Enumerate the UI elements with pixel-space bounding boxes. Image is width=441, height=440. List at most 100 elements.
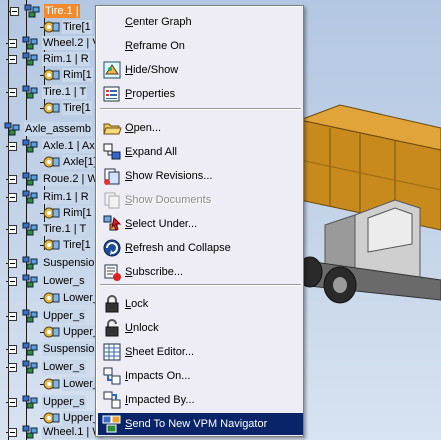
sheet-editor-icon — [102, 342, 122, 362]
tree-node-product[interactable]: Lower_s — [8, 273, 86, 289]
collapse-toggle-icon[interactable] — [8, 54, 17, 64]
tree-node-product[interactable]: Lower_s — [8, 359, 86, 375]
collapse-toggle-icon[interactable] — [8, 87, 17, 97]
tree-node-product[interactable]: Rim.1 | R — [8, 51, 90, 67]
tree-node-product[interactable]: Tire.1 | — [10, 3, 80, 19]
menu-item-subscribe[interactable]: Subscribe... — [98, 261, 303, 283]
collapse-toggle-icon[interactable] — [8, 141, 17, 151]
collapse-toggle-icon[interactable] — [8, 192, 17, 202]
menu-item-label: Select Under... — [125, 218, 198, 230]
tree-node-part[interactable]: Tire[1 — [42, 100, 92, 116]
collapse-toggle-icon[interactable] — [8, 258, 17, 268]
collapse-toggle-icon[interactable] — [8, 174, 17, 184]
tree-node-label[interactable]: Wheel.2 | V — [42, 36, 101, 50]
tree-node-product[interactable]: Suspension — [8, 341, 102, 357]
tree-node-label[interactable]: Tire.1 | T — [42, 222, 88, 236]
tree-node-label[interactable]: Axle.1 | Ax — [42, 139, 96, 153]
tree-node-part[interactable]: Rim[1 — [42, 205, 93, 221]
menu-item-refresh-and-collapse[interactable]: Refresh and Collapse — [98, 237, 303, 259]
collapse-toggle-icon[interactable] — [10, 6, 19, 16]
subscribe-icon — [102, 262, 122, 282]
tree-node-part[interactable]: Tire[1 — [42, 19, 92, 35]
tree-node-label[interactable]: Tire[1 — [62, 20, 92, 34]
tree-node-product[interactable]: Axle_assemb — [0, 121, 93, 137]
tree-node-product[interactable]: Wheel.2 | V — [8, 35, 101, 51]
tree-node-label[interactable]: Lower_ — [62, 377, 101, 391]
tree-node-label[interactable]: Axle_assemb — [24, 122, 93, 136]
menu-item-impacted-by[interactable]: Impacted By... — [98, 389, 303, 411]
tree-node-product[interactable]: Suspension — [8, 255, 102, 271]
menu-item-unlock[interactable]: Unlock — [98, 317, 303, 339]
tree-node-label[interactable]: Rim.1 | R — [42, 190, 90, 204]
menu-item-sheet-editor[interactable]: Sheet Editor... — [98, 341, 303, 363]
tree-node-label[interactable]: Lower_s — [42, 274, 86, 288]
tree-node-label[interactable]: Lower_ — [62, 291, 101, 305]
tree-node-part[interactable]: Tire[1 — [42, 237, 92, 253]
tree-node-part[interactable]: Rim[1 — [42, 67, 93, 83]
menu-item-label: Open... — [125, 122, 162, 134]
part-icon — [42, 206, 60, 220]
properties-icon — [102, 84, 122, 104]
tree-node-label[interactable]: Rim[1 — [62, 68, 93, 82]
product-icon — [22, 52, 40, 66]
tree-node-label[interactable]: Upper_s — [42, 395, 86, 409]
menu-item-impacts-on[interactable]: Impacts On... — [98, 365, 303, 387]
menu-item-reframe-on[interactable]: Reframe On — [98, 35, 303, 57]
part-icon — [42, 101, 60, 115]
menu-item-label: Reframe On — [125, 40, 185, 52]
menu-item-lock[interactable]: Lock — [98, 293, 303, 315]
tree-node-label[interactable]: Tire.1 | T — [42, 85, 88, 99]
collapse-toggle-icon[interactable] — [8, 311, 17, 321]
tree-node-product[interactable]: Rim.1 | R — [8, 189, 90, 205]
tree-node-label[interactable]: Upper_s — [42, 309, 86, 323]
documents-icon — [102, 190, 122, 210]
tree-node-part[interactable]: Lower_ — [42, 376, 101, 392]
tree-node-label[interactable]: Tire[1 — [62, 238, 92, 252]
collapse-toggle-icon[interactable] — [8, 224, 17, 234]
menu-item-center-graph[interactable]: Center Graph — [98, 11, 303, 33]
tree-node-part[interactable]: Upper_ — [42, 324, 101, 340]
menu-item-properties[interactable]: Properties — [98, 83, 303, 105]
menu-item-label: Impacted By... — [125, 394, 195, 406]
tree-node-label[interactable]: Roue.2 | W — [42, 172, 99, 186]
tree-node-label[interactable]: Upper_ — [62, 411, 101, 425]
tree-node-product[interactable]: Upper_s — [8, 394, 86, 410]
tree-node-product[interactable]: Upper_s — [8, 308, 86, 324]
tree-node-part[interactable]: Axle[1] — [42, 154, 98, 170]
part-icon — [42, 68, 60, 82]
product-icon — [22, 395, 40, 409]
tree-node-label[interactable]: Rim[1 — [62, 206, 93, 220]
menu-item-hide-show[interactable]: Hide/Show — [98, 59, 303, 81]
tree-node-part[interactable]: Lower_ — [42, 290, 101, 306]
part-icon — [42, 155, 60, 169]
tree-node-product[interactable]: Roue.2 | W — [8, 171, 99, 187]
menu-item-expand-all[interactable]: Expand All — [98, 141, 303, 163]
menu-item-send-to-new-vpm-navigator[interactable]: Send To New VPM Navigator — [98, 413, 303, 435]
tree-node-label[interactable]: Wheel.1 | W — [42, 425, 104, 439]
collapse-toggle-icon[interactable] — [8, 38, 17, 48]
tree-node-product[interactable]: Tire.1 | T — [8, 221, 88, 237]
tree-node-product[interactable]: Tire.1 | T — [8, 84, 88, 100]
menu-item-show-revisions[interactable]: Show Revisions... — [98, 165, 303, 187]
collapse-toggle-icon[interactable] — [8, 276, 17, 286]
tree-node-label[interactable]: Axle[1] — [62, 155, 98, 169]
menu-item-open[interactable]: Open... — [98, 117, 303, 139]
tree-node-label[interactable]: Suspension — [42, 256, 102, 270]
tree-node-part[interactable]: Upper_ — [42, 410, 101, 426]
collapse-toggle-icon[interactable] — [8, 397, 17, 407]
collapse-toggle-icon[interactable] — [8, 427, 17, 437]
menu-item-show-documents[interactable]: Show Documents — [98, 189, 303, 211]
tree-node-product[interactable]: Wheel.1 | W — [8, 424, 104, 440]
tree-node-label[interactable]: Tire.1 | — [44, 4, 80, 18]
tree-node-label[interactable]: Suspension — [42, 342, 102, 356]
tree-node-label[interactable]: Tire[1 — [62, 101, 92, 115]
tree-node-label[interactable]: Rim.1 | R — [42, 52, 90, 66]
tree-node-product[interactable]: Axle.1 | Ax — [8, 138, 96, 154]
collapse-toggle-icon[interactable] — [8, 344, 17, 354]
tree-node-label[interactable]: Upper_ — [62, 325, 101, 339]
menu-item-select-under[interactable]: Select Under... — [98, 213, 303, 235]
collapse-toggle-icon[interactable] — [8, 362, 17, 372]
tree-node-label[interactable]: Lower_s — [42, 360, 86, 374]
